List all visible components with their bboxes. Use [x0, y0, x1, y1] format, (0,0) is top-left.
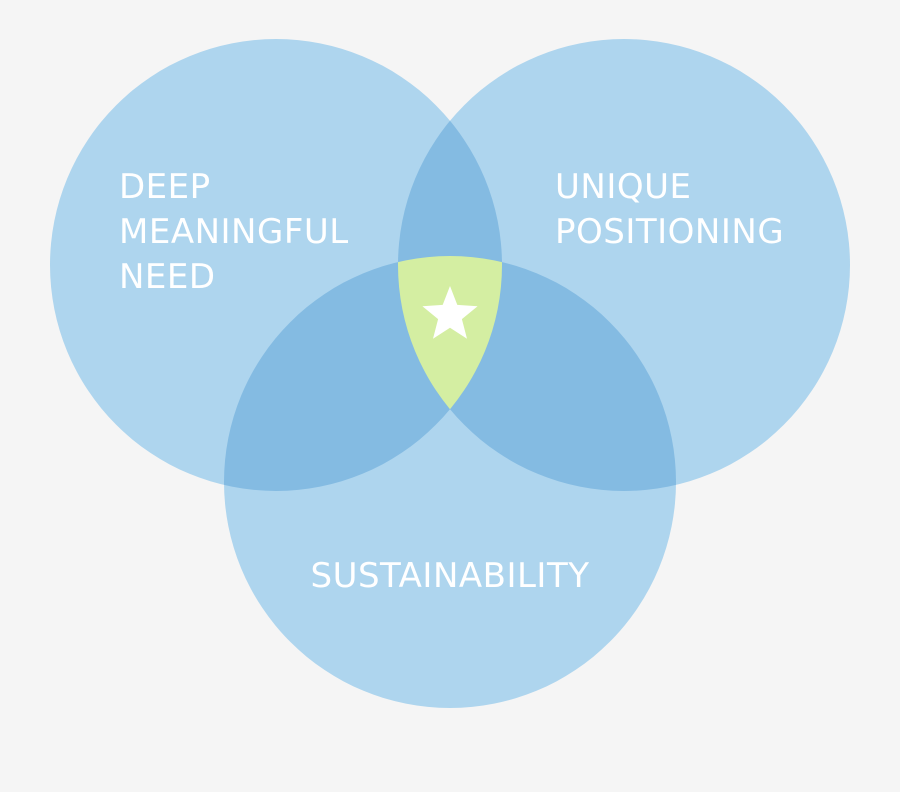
label-unique-positioning: UNIQUE POSITIONING: [555, 167, 784, 252]
label-line: SUSTAINABILITY: [310, 556, 589, 596]
label-deep-meaningful-need: DEEP MEANINGFUL NEED: [119, 167, 360, 297]
label-sustainability: SUSTAINABILITY: [310, 556, 589, 596]
label-line: POSITIONING: [555, 212, 784, 252]
star-icon: [422, 286, 478, 339]
label-line: UNIQUE: [555, 167, 691, 207]
label-line: MEANINGFUL: [119, 212, 349, 252]
label-line: NEED: [119, 257, 216, 297]
label-line: DEEP: [119, 167, 211, 207]
